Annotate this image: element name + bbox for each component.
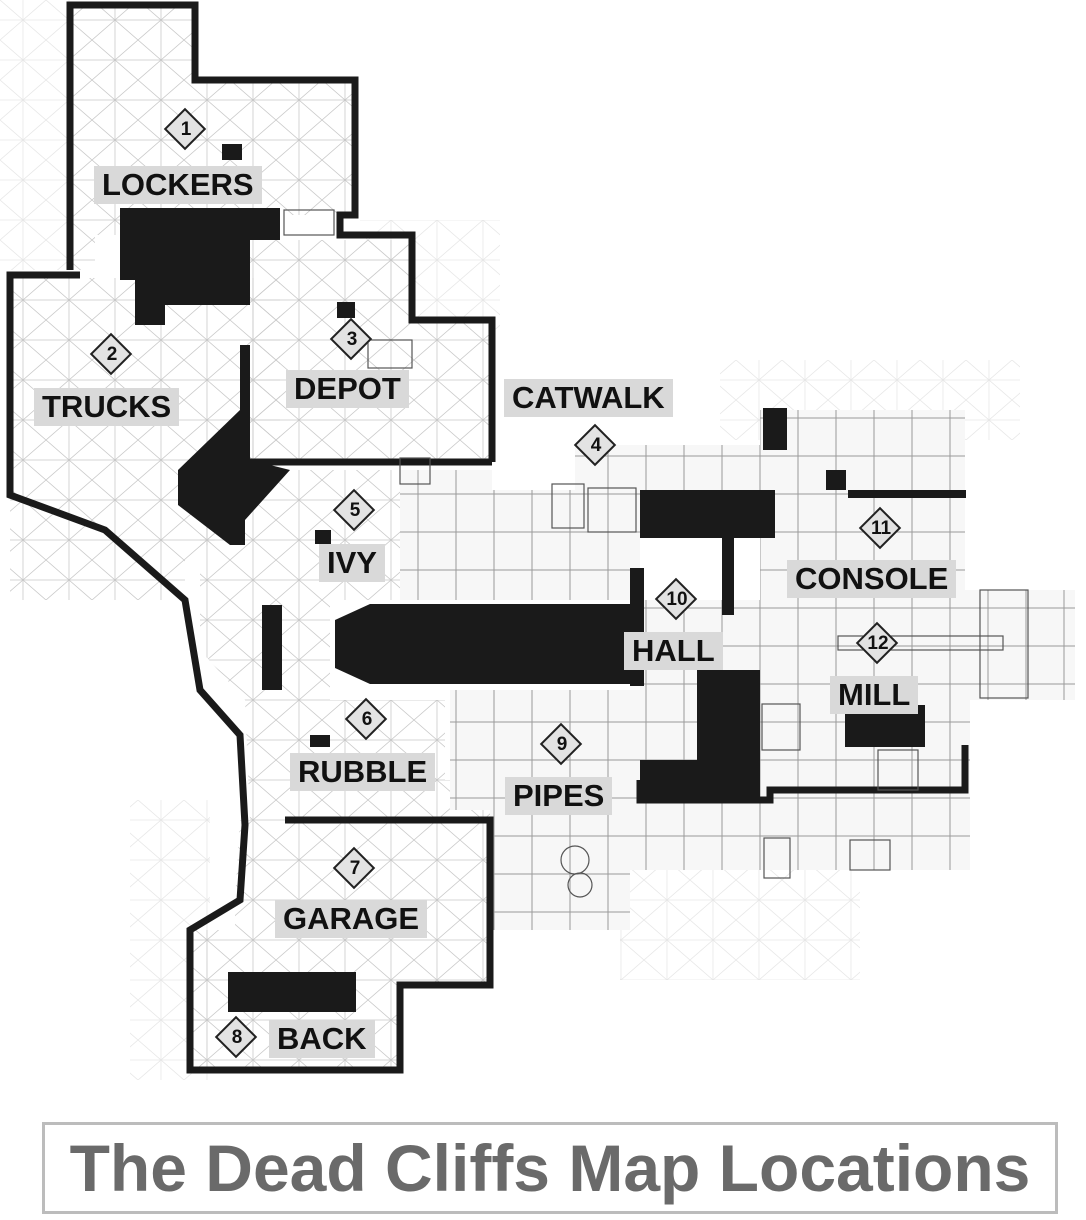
marker-7: 7 — [332, 846, 377, 891]
map-details — [283, 209, 1029, 898]
title-box: The Dead Cliffs Map Locations — [42, 1122, 1058, 1214]
label-ivy: IVY — [319, 544, 385, 582]
label-rubble: RUBBLE — [290, 753, 436, 791]
marker-1: 1 — [163, 107, 208, 152]
label-console: CONSOLE — [787, 560, 957, 598]
label-garage: GARAGE — [275, 900, 428, 938]
marker-6: 6 — [344, 697, 389, 742]
label-catwalk: CATWALK — [504, 379, 673, 417]
label-depot: DEPOT — [286, 370, 409, 408]
marker-4: 4 — [573, 423, 618, 468]
marker-11: 11 — [858, 506, 903, 551]
marker-2: 2 — [89, 332, 134, 377]
map-title: The Dead Cliffs Map Locations — [69, 1131, 1031, 1205]
marker-12: 12 — [855, 621, 900, 666]
label-pipes: PIPES — [505, 777, 613, 815]
marker-9: 9 — [539, 722, 584, 767]
marker-3: 3 — [329, 317, 374, 362]
label-mill: MILL — [830, 676, 919, 714]
label-lockers: LOCKERS — [94, 166, 262, 204]
map-structures — [120, 144, 966, 1012]
marker-5: 5 — [332, 488, 377, 533]
label-back: BACK — [269, 1020, 375, 1058]
background-terrain — [0, 0, 1020, 1080]
label-hall: HALL — [624, 632, 723, 670]
marker-10: 10 — [654, 577, 699, 622]
map-canvas — [0, 0, 1075, 1080]
label-trucks: TRUCKS — [34, 388, 180, 426]
marker-8: 8 — [214, 1015, 259, 1060]
